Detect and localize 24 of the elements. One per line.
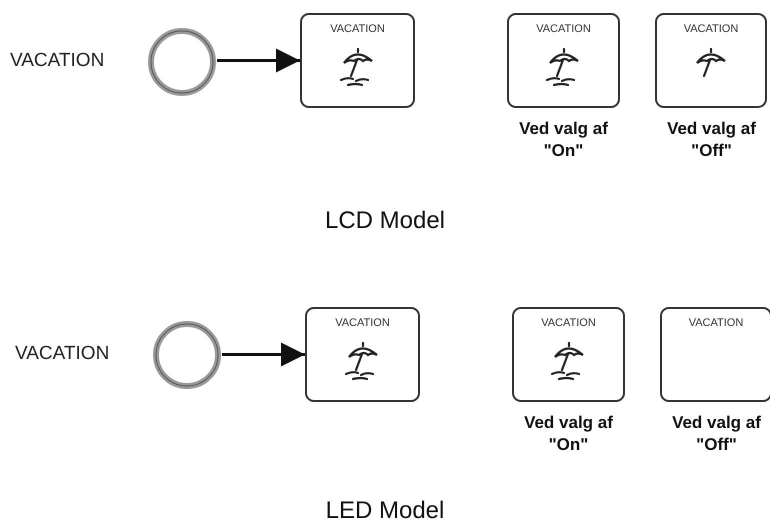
- round-button: [152, 320, 222, 390]
- display-label: VACATION: [540, 317, 597, 329]
- model-heading: LED Model: [324, 497, 446, 525]
- display-panel: [512, 307, 625, 402]
- display-panel: [660, 307, 770, 402]
- display-label: VACATION: [688, 317, 744, 329]
- node-label: Ved valg af "Off": [666, 118, 757, 162]
- round-button: [147, 27, 217, 97]
- node-label: Ved valg af "On": [523, 412, 614, 456]
- display-panel: [305, 307, 420, 402]
- display-panel: [300, 13, 415, 108]
- display-label: VACATION: [334, 317, 391, 329]
- node-label: Ved valg af "On": [518, 118, 609, 162]
- display-panel: [655, 13, 767, 108]
- display-label: VACATION: [535, 23, 592, 35]
- node-label: Ved valg af "Off": [671, 412, 762, 456]
- model-heading: LCD Model: [324, 207, 446, 235]
- display-label: VACATION: [682, 23, 740, 35]
- button-label: VACATION: [10, 50, 104, 72]
- arrow: [217, 48, 300, 72]
- display-panel: [507, 13, 620, 108]
- button-label: VACATION: [15, 343, 110, 365]
- arrow: [222, 342, 305, 366]
- display-label: VACATION: [329, 23, 386, 35]
